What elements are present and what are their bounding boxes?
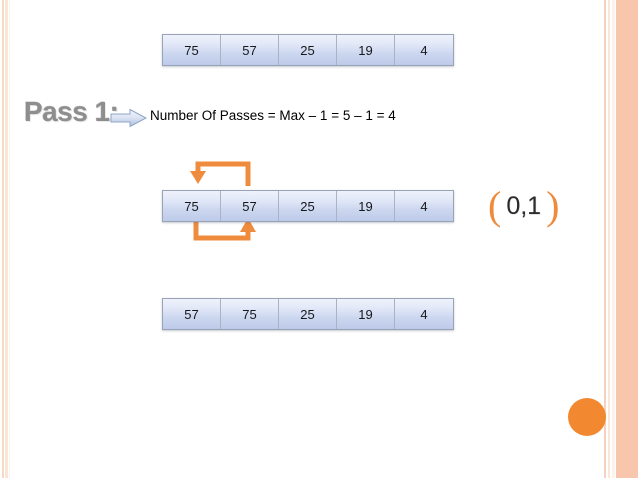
array-cell: 19 [337, 299, 395, 329]
right-edge-stripe-2 [608, 0, 610, 478]
array-cell: 4 [395, 191, 453, 221]
array-cell: 57 [221, 35, 279, 65]
left-edge-stripe-3 [9, 0, 10, 478]
array-cell: 57 [221, 191, 279, 221]
left-edge-stripe-1 [2, 0, 4, 478]
right-arrow-icon [110, 108, 148, 133]
open-paren: ( [488, 183, 502, 228]
swap-down-arrow-icon [190, 161, 251, 186]
comparison-array: 75 57 25 19 4 [162, 190, 454, 222]
array-cell: 75 [221, 299, 279, 329]
array-cell: 75 [163, 191, 221, 221]
left-edge-stripe-2 [5, 0, 8, 478]
index-pair-value: 0,1 [506, 191, 542, 220]
array-cell: 19 [337, 35, 395, 65]
page-title: Pass 1: [24, 96, 119, 127]
array-cell: 75 [163, 35, 221, 65]
array-cell: 25 [279, 35, 337, 65]
array-cell: 4 [395, 299, 453, 329]
formula-text: Number Of Passes = Max – 1 = 5 – 1 = 4 [150, 108, 396, 123]
orange-circle-decoration [568, 398, 606, 436]
array-cell: 25 [279, 191, 337, 221]
array-cell: 19 [337, 191, 395, 221]
right-edge-stripe-3 [612, 0, 615, 478]
close-paren: ) [546, 183, 560, 228]
array-cell: 25 [279, 299, 337, 329]
array-cell: 57 [163, 299, 221, 329]
right-edge-stripe-1 [604, 0, 606, 478]
initial-array: 75 57 25 19 4 [162, 34, 454, 66]
index-pair: ( 0,1 ) [488, 186, 559, 226]
array-cell: 4 [395, 35, 453, 65]
swap-arrows-group [178, 156, 288, 253]
swap-up-arrow-icon [193, 214, 256, 241]
result-array: 57 75 25 19 4 [162, 298, 454, 330]
right-edge-band [616, 0, 638, 478]
